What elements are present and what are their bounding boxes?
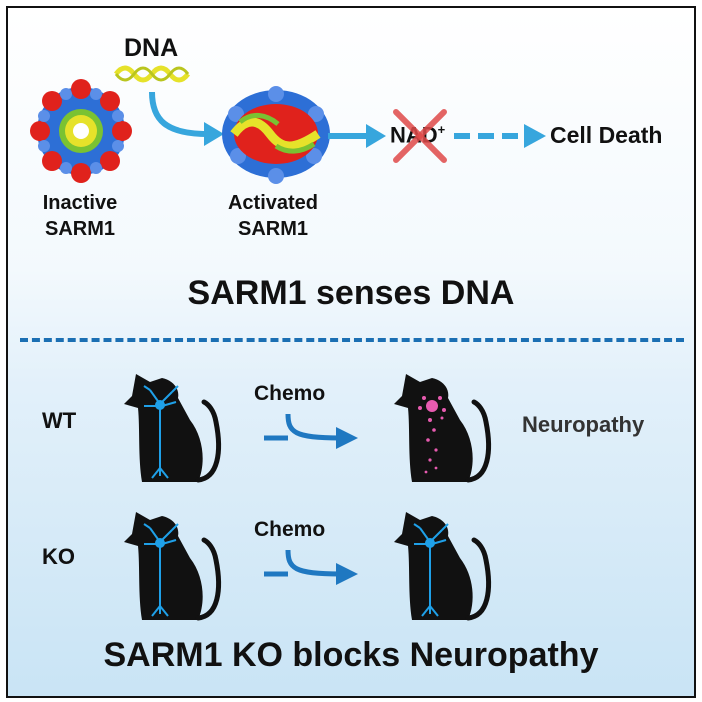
cell-death-label: Cell Death bbox=[550, 122, 663, 148]
inactive-sarm1-protein-icon bbox=[30, 79, 132, 183]
activated-sarm1-label-line1: Activated bbox=[227, 192, 319, 214]
inactive-sarm1-label-line2: SARM1 bbox=[44, 218, 115, 240]
bottom-panel-title: SARM1 KO blocks Neuropathy bbox=[103, 636, 599, 674]
dna-strand-icon bbox=[114, 65, 190, 83]
nad-superscript: + bbox=[437, 122, 446, 137]
dna-label: DNA bbox=[124, 34, 179, 62]
neuropathy-label: Neuropathy bbox=[522, 412, 645, 437]
consumption-arrow bbox=[328, 124, 386, 148]
chemo-arrow-wt bbox=[264, 413, 358, 449]
activated-sarm1-protein-icon bbox=[222, 86, 330, 184]
cell-death-dashed-arrow bbox=[454, 124, 546, 148]
chemo-label-ko: Chemo bbox=[254, 518, 326, 541]
chemo-arrow-ko bbox=[264, 549, 358, 585]
depletion-x-icon bbox=[393, 109, 447, 163]
top-panel-title: SARM1 senses DNA bbox=[187, 274, 515, 312]
ko-mouse-protected-icon bbox=[394, 512, 491, 621]
graphical-abstract-frame: DNA Inactive SARM1 bbox=[6, 6, 696, 698]
ko-mouse-healthy-icon bbox=[124, 512, 221, 621]
chemo-label-wt: Chemo bbox=[254, 382, 326, 405]
inactive-sarm1-label-line1: Inactive bbox=[42, 192, 118, 214]
dna-binding-arrow bbox=[149, 91, 224, 146]
panel-divider bbox=[20, 338, 684, 342]
ko-label: KO bbox=[42, 544, 75, 569]
activated-sarm1-label-line2: SARM1 bbox=[237, 218, 308, 240]
wt-mouse-damaged-icon bbox=[394, 374, 491, 483]
wt-mouse-healthy-icon bbox=[124, 374, 221, 483]
wt-label: WT bbox=[42, 408, 77, 433]
